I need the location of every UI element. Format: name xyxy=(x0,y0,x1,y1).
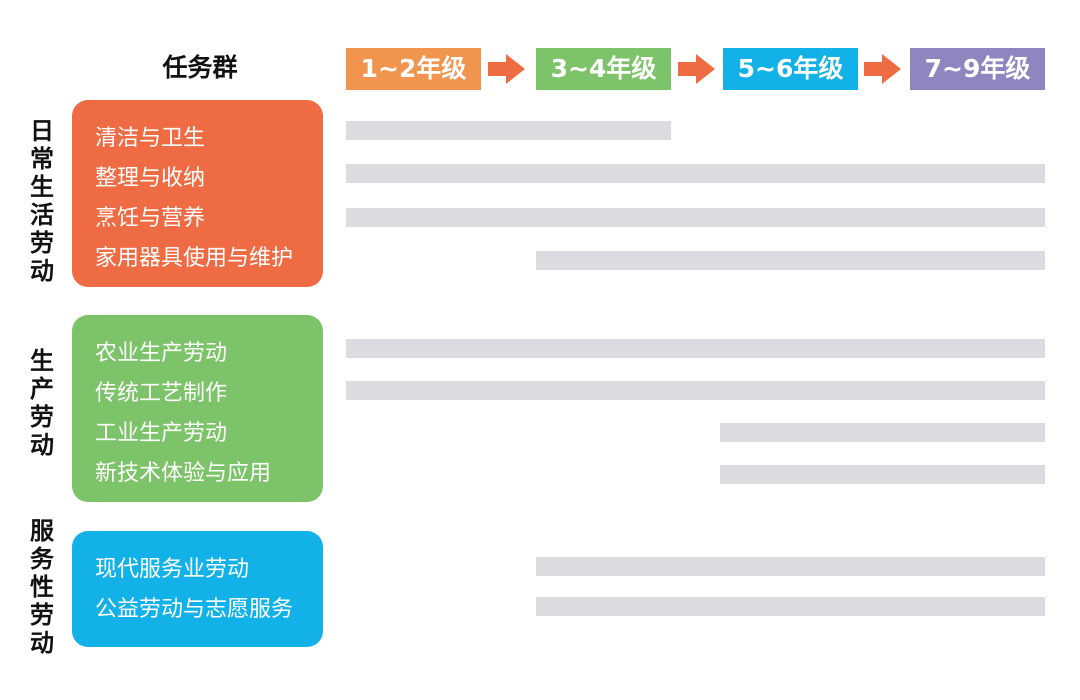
grade-span-bar xyxy=(536,251,1045,270)
arrow-right-icon xyxy=(678,54,715,84)
grade-span-bar xyxy=(346,164,1045,183)
grade-header-3-4: 3~4年级 xyxy=(536,48,671,90)
group-box-production: 农业生产劳动 传统工艺制作 工业生产劳动 新技术体验与应用 xyxy=(72,315,323,502)
task-group-header: 任务群 xyxy=(162,53,238,82)
grade-span-bar xyxy=(346,208,1045,227)
grade-span-bar xyxy=(346,381,1045,400)
group-box-service: 现代服务业劳动 公益劳动与志愿服务 xyxy=(72,531,323,647)
category-label-daily-life: 日常生活劳动 xyxy=(30,117,54,285)
group-box-daily-life: 清洁与卫生 整理与收纳 烹饪与营养 家用器具使用与维护 xyxy=(72,100,323,287)
task-label: 现代服务业劳动 xyxy=(95,557,250,582)
task-label: 传统工艺制作 xyxy=(95,381,228,406)
task-label: 家用器具使用与维护 xyxy=(95,246,294,271)
grade-span-bar xyxy=(346,339,1045,358)
task-label: 农业生产劳动 xyxy=(95,341,228,366)
arrow-right-icon xyxy=(488,54,525,84)
task-label: 公益劳动与志愿服务 xyxy=(95,597,294,622)
task-label: 整理与收纳 xyxy=(95,166,206,191)
grade-header-1-2: 1~2年级 xyxy=(346,48,481,90)
grade-header-7-9: 7~9年级 xyxy=(910,48,1045,90)
task-label: 烹饪与营养 xyxy=(95,206,206,231)
grade-span-bar xyxy=(720,423,1045,442)
grade-header-5-6: 5~6年级 xyxy=(723,48,858,90)
grade-span-bar xyxy=(536,557,1045,576)
task-label: 新技术体验与应用 xyxy=(95,461,272,486)
category-label-production: 生产劳动 xyxy=(30,347,54,459)
grade-span-bar xyxy=(536,597,1045,616)
grade-span-bar xyxy=(346,121,671,140)
task-label: 工业生产劳动 xyxy=(95,421,228,446)
category-label-service: 服务性劳动 xyxy=(30,517,54,657)
task-label: 清洁与卫生 xyxy=(95,126,206,151)
grade-span-bar xyxy=(720,465,1045,484)
arrow-right-icon xyxy=(864,54,901,84)
